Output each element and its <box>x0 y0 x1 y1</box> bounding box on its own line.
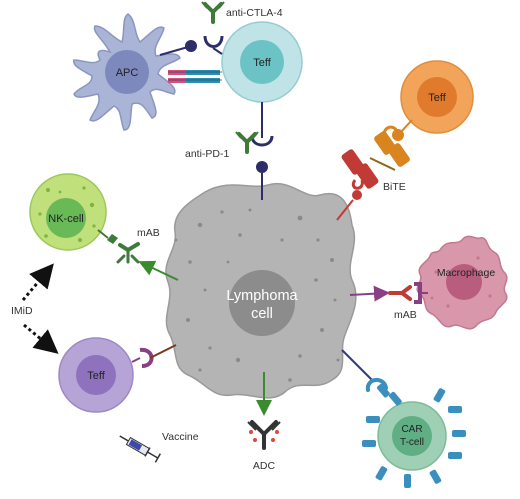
teff-bottom-label: Teff <box>87 370 105 382</box>
lymphoma-granule <box>197 222 203 228</box>
lymphoma-label-line1: Lymphoma <box>226 288 298 304</box>
teff-top-label: Teff <box>253 57 271 69</box>
macrophage-granules <box>430 256 492 308</box>
mab-left-antibody <box>116 242 140 264</box>
mab-right-label: mAB <box>394 309 417 321</box>
lymphoma-granule <box>316 238 320 242</box>
mab-left-label: mAB <box>137 227 160 239</box>
nk-nucleus <box>46 198 86 238</box>
teff-cell-right: Teff <box>400 60 474 134</box>
lymphoma-granule <box>198 368 202 372</box>
vaccine-label: Vaccine <box>162 431 199 443</box>
bite-label: BiTE <box>383 181 406 193</box>
macrophage-cell: Macrophage <box>416 235 508 330</box>
lymphoma-granules <box>174 208 340 382</box>
imid-arrow-up <box>21 263 54 301</box>
lymphoma-granule <box>320 328 324 332</box>
car-label-line2: T-cell <box>400 437 424 448</box>
apc-nucleus <box>105 50 149 94</box>
lymphoma-granule <box>238 233 242 237</box>
lymphoma-granule <box>297 215 303 221</box>
anti-pd1-label: anti-PD-1 <box>185 148 230 160</box>
teff-bottom-nucleus <box>76 355 116 395</box>
car-label-line1: CAR <box>401 424 422 435</box>
lymphoma-granule <box>248 208 252 212</box>
lymphoma-granule <box>336 358 340 362</box>
lymphoma-granule <box>280 238 284 242</box>
teff-cell-bottom: Teff <box>58 337 134 413</box>
lymphoma-label-line2: cell <box>251 306 273 322</box>
fc-receptor-nk <box>97 229 118 244</box>
nk-cell: NK-cell <box>29 173 107 251</box>
mab-left-arrow <box>138 260 179 281</box>
lymphoma-granule <box>186 318 190 322</box>
macrophage-label: Macrophage <box>437 267 496 279</box>
imid-label: IMiD <box>11 305 33 317</box>
teff-right-label: Teff <box>428 92 446 104</box>
lymphoma-nucleus <box>229 270 295 336</box>
lymphoma-granule <box>220 210 224 214</box>
lymphoma-granule <box>314 278 318 282</box>
vaccine-tcr <box>131 344 177 368</box>
apc-label: APC <box>116 67 139 79</box>
apc-teff-synapse <box>159 35 224 83</box>
lymphoma-cell: Lymphoma cell <box>165 182 357 399</box>
lymphoma-granule <box>226 260 230 264</box>
lymphoma-granule <box>188 260 192 264</box>
nk-label: NK-cell <box>48 213 83 225</box>
imid-arrow-down <box>23 323 59 354</box>
macrophage-nucleus <box>446 264 482 300</box>
mab-right-arrow <box>349 285 390 302</box>
lymphoma-granule <box>330 258 334 262</box>
pd1-receptor <box>250 102 274 147</box>
bite-molecule <box>336 119 413 221</box>
car-nucleus <box>392 416 432 456</box>
syringe-icon <box>119 435 162 463</box>
lymphoma-granule <box>208 346 212 350</box>
apc-cell: APC <box>73 13 181 131</box>
adc-antibody <box>247 420 281 450</box>
nk-granules <box>38 186 96 242</box>
anti-ctla4-antibody <box>201 1 225 24</box>
adc-label: ADC <box>253 460 276 472</box>
lymphoma-granule <box>288 378 292 382</box>
car-tether <box>341 349 373 381</box>
fc-receptor-macrophage <box>414 282 428 304</box>
car-t-cell: CAR T-cell <box>377 401 447 471</box>
anti-pd1-antibody <box>235 131 259 154</box>
lymphoma-granule <box>174 238 178 242</box>
lymphoma-granule <box>298 354 302 358</box>
teff-top-nucleus <box>240 40 284 84</box>
lymphoma-granule <box>203 288 207 292</box>
lymphoma-granule <box>333 298 337 302</box>
teff-cell-top: Teff <box>221 21 303 103</box>
lymphoma-granule <box>235 357 241 363</box>
anti-ctla4-label: anti-CTLA-4 <box>226 7 283 19</box>
mab-right-antibody <box>388 285 412 301</box>
pdl1-ligand <box>256 161 268 200</box>
car-receptors <box>362 378 466 488</box>
teff-right-nucleus <box>417 77 457 117</box>
